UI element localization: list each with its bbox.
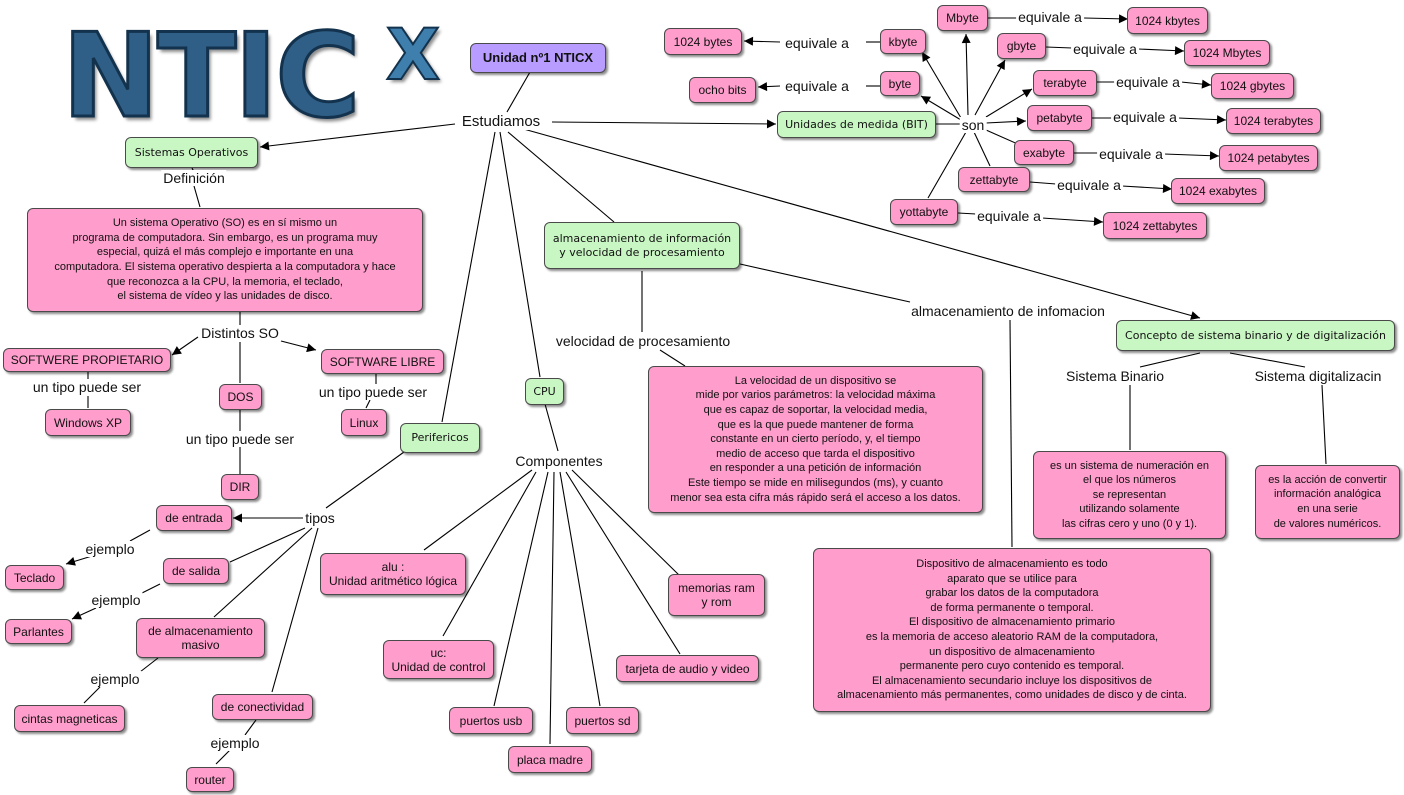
uc-node[interactable]: uc: Unidad de control	[383, 640, 494, 679]
sistema-binario-label: Sistema Binario	[1063, 368, 1167, 384]
link-hub-almac	[507, 131, 615, 223]
dos-node[interactable]: DOS	[219, 384, 262, 410]
tarjeta-audio-video-node[interactable]: tarjeta de audio y video	[616, 655, 759, 682]
memorias-ram-rom-node[interactable]: memorias ram y rom	[668, 574, 765, 616]
1024-terabytes-node[interactable]: 1024 terabytes	[1226, 108, 1321, 134]
cpu-node[interactable]: CPU	[525, 378, 564, 405]
de-conectividad-node[interactable]: de conectividad	[212, 694, 313, 720]
sistema-binario-digitalizacion-node[interactable]: Concepto de sistema binario y de digital…	[1116, 320, 1395, 351]
sistemas-operativos-node[interactable]: Sistemas Operativos	[125, 137, 258, 168]
title-node[interactable]: Unidad nº1 NTICX	[470, 43, 606, 73]
exabyte-node[interactable]: exabyte	[1014, 140, 1074, 165]
de-salida-node[interactable]: de salida	[163, 558, 229, 584]
almacenamiento-masivo-node[interactable]: de almacenamiento masivo	[136, 618, 265, 658]
equivale-label-terabyte: equivale a	[1114, 74, 1182, 90]
almacenamiento-velocidad-node[interactable]: almacenamiento de información y velocida…	[544, 222, 740, 269]
velocidad-procesamiento-label: velocidad de procesamiento	[553, 333, 733, 349]
1024-mbytes-node[interactable]: 1024 Mbytes	[1184, 40, 1270, 66]
mbyte-node[interactable]: Mbyte	[937, 5, 988, 31]
unidades-medida-node[interactable]: Unidades de medida (BIT)	[777, 111, 936, 138]
1024-kbytes-node[interactable]: 1024 kbytes	[1127, 7, 1208, 34]
1024-exabytes-node[interactable]: 1024 exabytes	[1171, 178, 1265, 204]
yottabyte-node[interactable]: yottabyte	[890, 199, 958, 225]
ocho-bits-node[interactable]: ocho bits	[689, 77, 756, 103]
velocidad-description-node[interactable]: La velocidad de un dispositivo se mide p…	[648, 366, 983, 513]
byte-node[interactable]: byte	[880, 71, 920, 96]
son-label: son	[959, 117, 987, 133]
binario-description-node[interactable]: es un sistema de numeración en el que lo…	[1033, 451, 1226, 539]
nticx-logo: NTIC X	[58, 9, 458, 144]
placa-madre-node[interactable]: placa madre	[508, 746, 592, 773]
puertos-usb-node[interactable]: puertos usb	[449, 707, 533, 734]
tipo-label-propietario: un tipo puede ser	[30, 379, 144, 395]
terabyte-node[interactable]: terabyte	[1033, 70, 1097, 96]
equivale-label-petabyte: equivale a	[1111, 109, 1179, 125]
link-hub-so	[259, 123, 456, 151]
link-hub-periferico	[441, 131, 496, 423]
puertos-sd-node[interactable]: puertos sd	[566, 707, 639, 734]
1024-gbytes-node[interactable]: 1024 gbytes	[1211, 73, 1294, 99]
equivale-label-zettabyte: equivale a	[1055, 177, 1123, 193]
1024-zettabytes-node[interactable]: 1024 zettabytes	[1103, 212, 1207, 239]
linux-node[interactable]: Linux	[341, 409, 387, 436]
equivale-label-yottabyte: equivale a	[975, 208, 1043, 224]
tipo-label-dos: un tipo puede ser	[183, 431, 297, 447]
digitalizacion-description-node[interactable]: es la acción de convertir información an…	[1255, 465, 1400, 539]
de-entrada-node[interactable]: de entrada	[156, 505, 232, 531]
componentes-label: Componentes	[513, 453, 605, 469]
distintos-so-label: Distintos SO	[199, 325, 281, 341]
ejemplo-label-salida: ejemplo	[89, 592, 143, 608]
logo-superscript: X	[385, 14, 441, 96]
windows-xp-node[interactable]: Windows XP	[45, 409, 131, 436]
1024-petabytes-node[interactable]: 1024 petabytes	[1219, 145, 1318, 171]
sistema-digitalizacion-label: Sistema digitalizacin	[1252, 368, 1384, 384]
parlantes-node[interactable]: Parlantes	[5, 619, 72, 644]
cintas-magneticas-node[interactable]: cintas magneticas	[14, 705, 125, 732]
link-hub-unidades	[551, 119, 777, 129]
link-hub-binario	[519, 127, 1201, 320]
dir-node[interactable]: DIR	[221, 474, 259, 500]
equivale-label-kbyte: equivale a	[783, 35, 851, 51]
kbyte-node[interactable]: kbyte	[880, 29, 926, 54]
alu-node[interactable]: alu : Unidad aritmético lógica	[320, 553, 466, 595]
gbyte-node[interactable]: gbyte	[997, 33, 1046, 59]
petabyte-node[interactable]: petabyte	[1027, 105, 1092, 131]
softwere-propietario-node[interactable]: SOFTWERE PROPIETARIO	[3, 348, 171, 372]
equivale-label-exabyte: equivale a	[1097, 146, 1165, 162]
1024-bytes-node[interactable]: 1024 bytes	[664, 28, 742, 55]
tipos-label: tipos	[303, 510, 337, 526]
ejemplo-label-entrada: ejemplo	[83, 541, 137, 557]
link-hub-cpu	[499, 131, 541, 378]
teclado-node[interactable]: Teclado	[5, 565, 64, 590]
hub-label: Estudiamos	[459, 113, 543, 130]
software-libre-node[interactable]: SOFTWARE LIBRE	[321, 349, 444, 374]
so-definition-node[interactable]: Un sistema Operativo (SO) es en sí mismo…	[27, 208, 423, 312]
zettabyte-node[interactable]: zettabyte	[958, 167, 1030, 192]
tipo-label-libre: un tipo puede ser	[316, 384, 430, 400]
router-node[interactable]: router	[186, 767, 234, 792]
link-title-hub	[506, 71, 531, 113]
equivale-label-byte: equivale a	[783, 78, 851, 94]
ejemplo-label-conectividad: ejemplo	[208, 735, 262, 751]
logo-text: NTIC	[61, 9, 362, 144]
definicion-label: Definición	[161, 170, 227, 186]
equivale-label-mbyte: equivale a	[1016, 9, 1084, 25]
ejemplo-label-masivo: ejemplo	[88, 671, 142, 687]
equivale-label-gbyte: equivale a	[1071, 41, 1139, 57]
perifericos-node[interactable]: Perifericos	[400, 423, 480, 453]
almacenamiento-informacion-label: almacenamiento de infomacion	[909, 303, 1107, 319]
almacenamiento-description-node[interactable]: Dispositivo de almacenamiento es todo ap…	[813, 548, 1211, 712]
